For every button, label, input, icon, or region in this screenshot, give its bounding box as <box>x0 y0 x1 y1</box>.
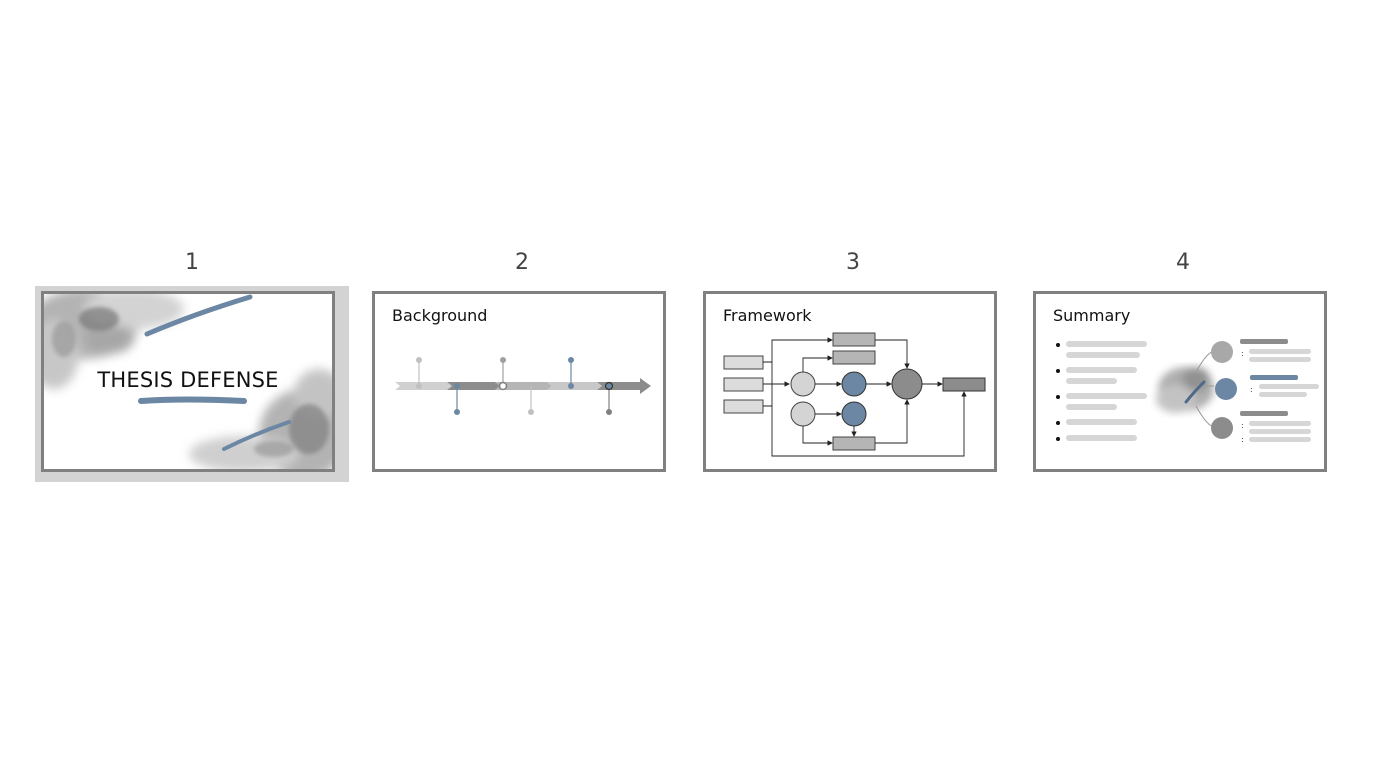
timeline-graphic <box>395 357 651 415</box>
slide-number-4: 4 <box>1176 250 1190 275</box>
slide-thumbnail-1[interactable]: THESIS DEFENSE <box>41 291 335 472</box>
slide-thumbnail-4[interactable]: Summary : <box>1033 291 1327 472</box>
watercolor-decoration <box>44 294 332 469</box>
svg-text::: : <box>1241 421 1244 430</box>
slide-thumbnail-2[interactable]: Background <box>372 291 666 472</box>
slide-number-2: 2 <box>515 250 529 275</box>
summary-graphic: : : : : <box>1056 339 1319 444</box>
svg-text::: : <box>1250 385 1253 394</box>
slide-number-3: 3 <box>846 250 860 275</box>
svg-text::: : <box>1241 435 1244 444</box>
slide-4-title: Summary <box>1053 306 1131 325</box>
svg-text::: : <box>1241 349 1244 358</box>
slide-thumbnail-3[interactable]: Framework <box>703 291 997 472</box>
framework-diagram <box>723 332 986 457</box>
slide-1-title: THESIS DEFENSE <box>97 368 279 392</box>
slide-2-title: Background <box>392 306 488 325</box>
slide-3-title: Framework <box>723 306 812 325</box>
slide-number-1: 1 <box>185 250 199 275</box>
